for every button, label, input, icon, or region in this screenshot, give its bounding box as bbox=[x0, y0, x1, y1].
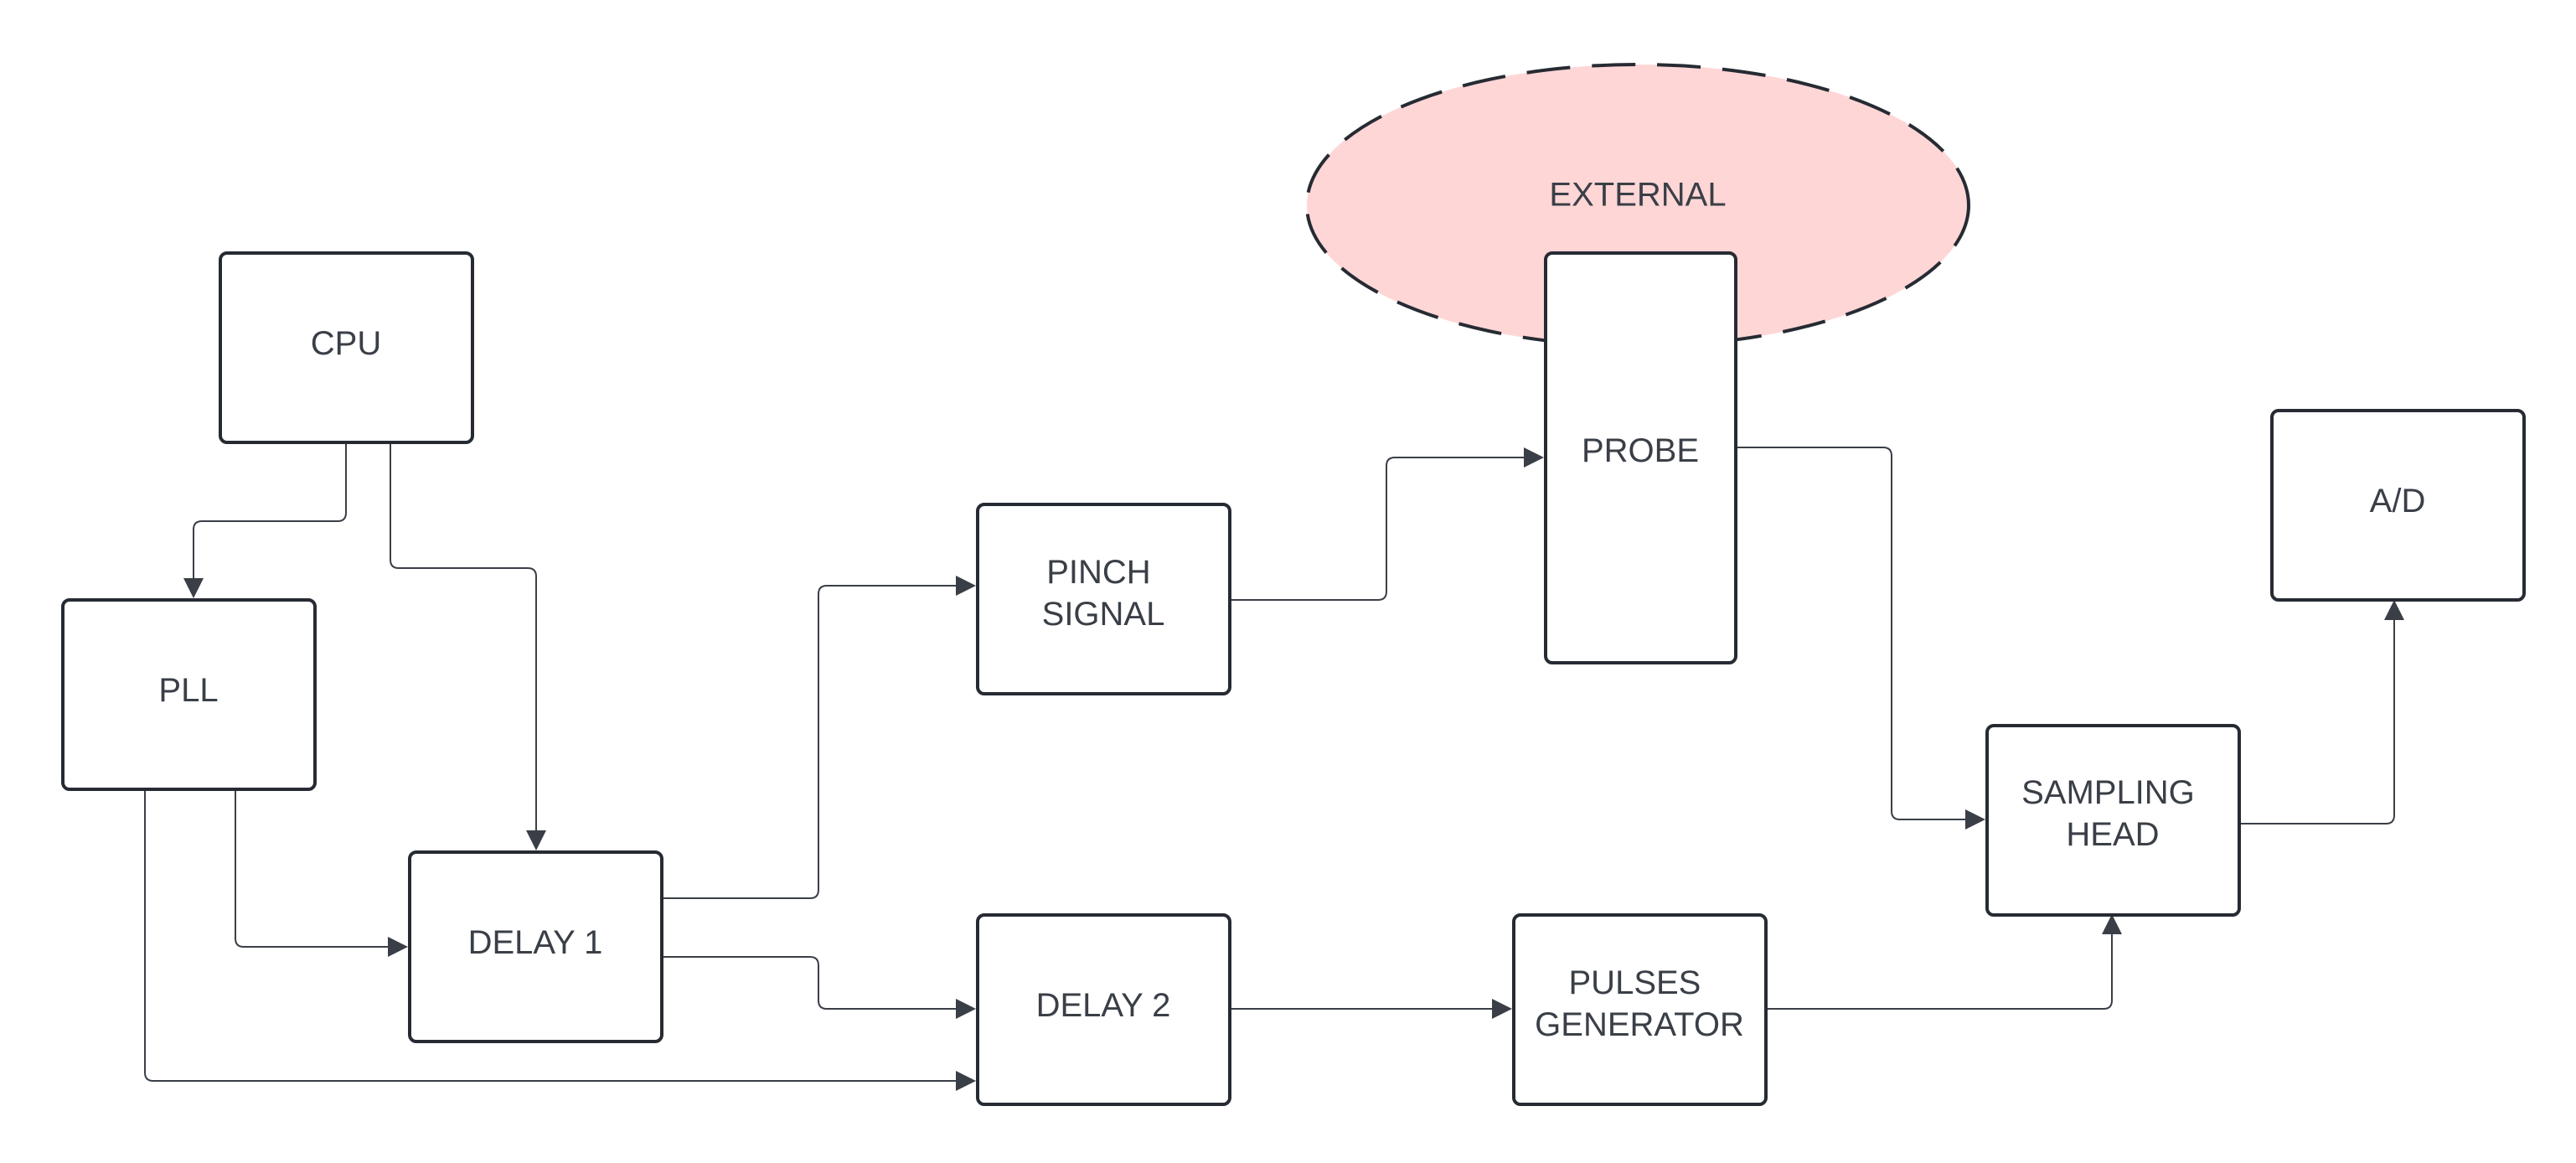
connector-pulses-generator-to-sampling-head bbox=[1765, 914, 2122, 1010]
connector-pll-to-delay2 bbox=[144, 789, 976, 1091]
node-sampling-head: SAMPLING HEAD bbox=[1985, 724, 2241, 917]
node-pinch-signal-label: PINCH SIGNAL bbox=[1042, 554, 1165, 633]
external-label: EXTERNAL bbox=[1549, 177, 1726, 214]
node-delay1: DELAY 1 bbox=[408, 850, 663, 1043]
node-sampling-head-label: SAMPLING HEAD bbox=[2021, 774, 2204, 853]
node-delay1-label: DELAY 1 bbox=[468, 924, 603, 961]
node-pinch-signal: PINCH SIGNAL bbox=[976, 503, 1231, 695]
external-zone: EXTERNAL bbox=[1305, 63, 1970, 348]
node-ad-label: A/D bbox=[2370, 483, 2426, 519]
connector-pinch-signal-to-probe bbox=[1229, 447, 1544, 601]
connector-cpu-to-pll bbox=[183, 442, 347, 598]
node-delay2: DELAY 2 bbox=[976, 913, 1231, 1106]
node-probe: PROBE bbox=[1544, 251, 1737, 664]
node-pulses-generator-label: PULSES GENERATOR bbox=[1535, 964, 1744, 1043]
connectors bbox=[144, 442, 2404, 1091]
connector-delay1-to-pinch-signal bbox=[663, 576, 976, 899]
node-cpu: CPU bbox=[219, 251, 474, 444]
node-probe-label: PROBE bbox=[1582, 432, 1699, 469]
connector-pll-to-delay1 bbox=[235, 789, 408, 957]
external-ellipse bbox=[1305, 63, 1970, 348]
connector-delay1-to-delay2 bbox=[663, 956, 976, 1019]
node-pll-label: PLL bbox=[158, 672, 218, 709]
connector-cpu-to-delay1 bbox=[390, 442, 546, 850]
node-pll: PLL bbox=[61, 598, 317, 791]
node-cpu-label: CPU bbox=[311, 325, 381, 362]
node-pulses-generator: PULSES GENERATOR bbox=[1512, 913, 1768, 1106]
node-ad: A/D bbox=[2270, 409, 2526, 602]
connector-probe-to-sampling-head bbox=[1736, 447, 1985, 830]
connector-sampling-head-to-ad bbox=[2238, 600, 2404, 824]
node-delay2-label: DELAY 2 bbox=[1036, 987, 1171, 1024]
